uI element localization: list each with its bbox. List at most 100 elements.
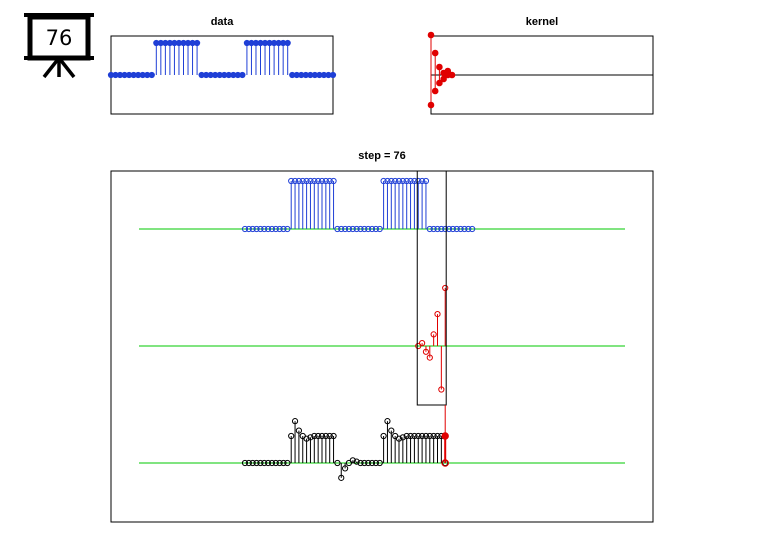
data-point [193,39,201,47]
step-data-point [399,177,406,185]
kernel-point [436,63,443,71]
step-result-point [426,432,433,440]
step-data-point [330,177,337,185]
step-result-point [365,459,372,467]
step-title: step = 76 [358,150,405,162]
step-result-point [430,432,437,440]
step-result-point [318,432,326,440]
step-result-point [284,459,291,467]
step-result-point [265,459,272,467]
data-title: data [211,16,235,28]
kernel-point [427,101,435,109]
step-counter: 76 [46,26,73,50]
step-result-point [349,457,356,464]
step-result-point [315,432,322,440]
step-data-point [288,177,295,185]
step-result-point [395,435,403,442]
step-data-point [307,177,314,185]
step-data-point [276,225,283,233]
step-data-point [284,225,291,233]
step-result-point [330,432,337,440]
step-result-point [241,459,249,467]
step-data-point [430,225,437,233]
step-data-point [407,177,414,185]
step-result-point [399,434,406,441]
step-data-point [419,177,426,185]
kernel-title: kernel [526,16,558,28]
step-data-point [376,225,383,233]
step-data-point [457,225,464,233]
step-data-point [349,225,356,233]
data-point [239,71,246,79]
step-kernel-point [442,284,449,292]
step-result-point [307,434,314,441]
current-step-point [441,432,449,440]
step-data-point [365,225,372,233]
step-data-point [295,177,302,185]
step-data-point [338,225,345,233]
step-result-point [311,432,318,440]
step-kernel-point [426,354,433,361]
step-result-point [434,432,441,440]
data-point [329,71,337,79]
step-result-point [415,432,422,440]
step-result-point [322,432,329,440]
data-point [284,39,291,47]
step-data-point [361,225,368,233]
step-data-point [353,225,360,233]
step-data-point [291,177,299,185]
sliding-window [416,170,447,406]
step-result-point [342,465,349,472]
step-data-point [403,177,410,185]
step-data-point [241,225,249,233]
step-kernel-point [430,331,437,338]
step-result-point [253,459,260,467]
step-result-point [388,427,395,434]
kernel-point [427,31,435,39]
step-data-point [380,177,387,185]
step-data-point [438,225,445,233]
step-data-point [384,177,391,185]
step-data-point [303,177,310,185]
step-data-point [388,177,395,185]
step-result-point [361,459,368,467]
step-data-point [261,225,268,233]
step-result-point [407,432,414,440]
step-data-point [345,225,353,233]
step-result-point [245,459,252,467]
step-kernel-point [422,348,430,355]
step-result-point [368,459,376,467]
step-data-point [415,177,422,185]
step-result-point [326,432,333,440]
step-data-point [368,225,376,233]
step-result-point [357,459,364,467]
step-kernel-point [434,311,441,318]
kernel-point [444,71,452,79]
step-result-point [338,474,345,481]
step-kernel-point [438,386,445,393]
presentation-board-icon [24,13,94,79]
step-data-point [280,225,287,233]
step-result-point [280,459,287,467]
step-data-point [469,225,476,233]
step-result-point [411,432,418,440]
step-result-point [276,459,283,467]
step-kernel-point [419,340,426,347]
step-data-point [461,225,468,233]
step-result-point [353,458,360,465]
kernel-point [431,87,439,95]
step-result-point [257,459,264,467]
step-data-point [422,177,430,185]
step-data-point [311,177,318,185]
step-data-point [395,177,403,185]
step-data-point [392,177,399,185]
step-result-point [261,459,268,467]
step-data-point [449,225,456,233]
step-data-point [268,225,276,233]
kernel-point [431,49,439,57]
data-point [148,71,155,79]
step-result-point [334,459,341,467]
kernel-point [440,75,447,83]
step-data-point [272,225,279,233]
